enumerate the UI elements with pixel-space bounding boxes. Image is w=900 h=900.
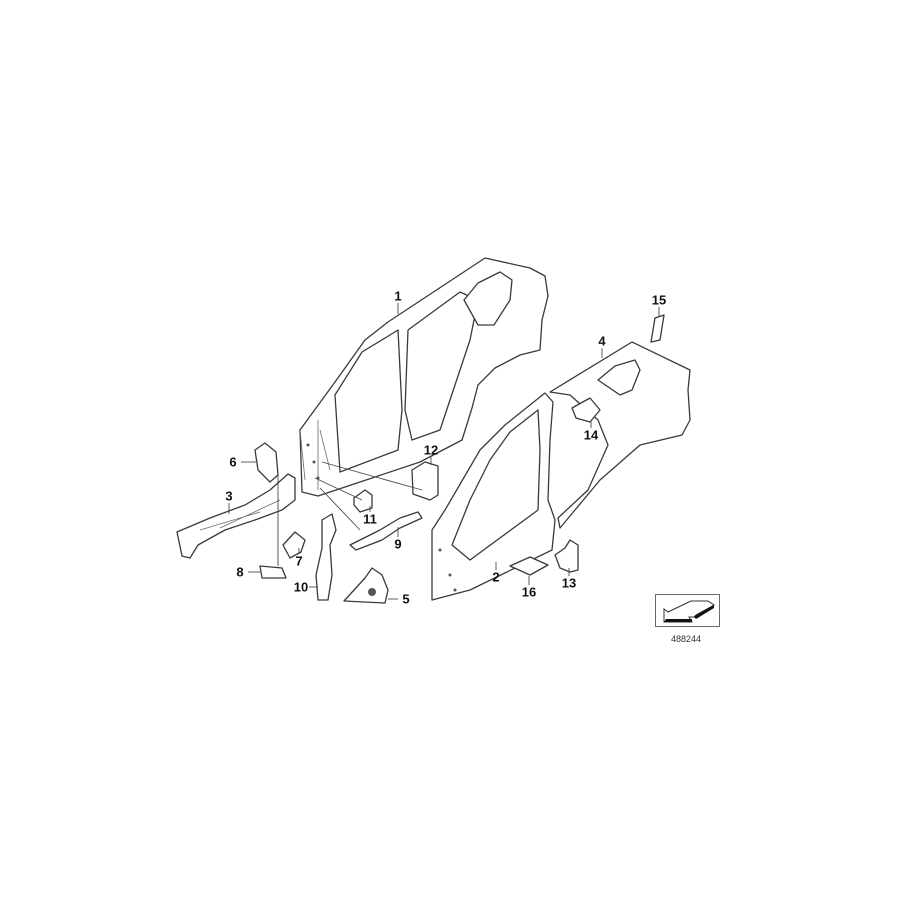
callout-7[interactable]: 7 xyxy=(295,553,303,569)
callout-12[interactable]: 12 xyxy=(423,442,439,458)
callout-13[interactable]: 13 xyxy=(561,575,577,591)
callout-15[interactable]: 15 xyxy=(651,292,667,308)
callout-11[interactable]: 11 xyxy=(363,511,377,527)
callout-9[interactable]: 9 xyxy=(394,536,402,552)
part-7-bracket[interactable] xyxy=(282,531,306,559)
callout-14[interactable]: 14 xyxy=(583,427,599,443)
part-10-bracket[interactable] xyxy=(315,513,337,601)
callout-5[interactable]: 5 xyxy=(402,591,410,607)
part-9-strip[interactable] xyxy=(349,511,423,551)
callout-8[interactable]: 8 xyxy=(236,564,244,580)
part-3-wheel-arch-support[interactable] xyxy=(176,473,296,559)
reference-code: 488244 xyxy=(670,634,702,644)
part-2-front-section[interactable] xyxy=(431,392,556,601)
part-14-plate[interactable] xyxy=(571,397,601,423)
callout-4[interactable]: 4 xyxy=(598,333,606,349)
leader-lines xyxy=(228,303,660,600)
callout-3[interactable]: 3 xyxy=(225,488,233,504)
part-13-bracket[interactable] xyxy=(554,539,579,573)
direction-arrow-icon xyxy=(663,600,715,623)
part-12-reinforcement[interactable] xyxy=(411,461,439,501)
part-15-trim[interactable] xyxy=(650,314,665,343)
part-11-bracket[interactable] xyxy=(353,489,373,513)
part-6-bracket[interactable] xyxy=(254,442,279,483)
callout-1[interactable]: 1 xyxy=(394,288,402,304)
part-8-plate[interactable] xyxy=(259,565,287,579)
callout-16[interactable]: 16 xyxy=(521,584,537,600)
part-1-side-frame[interactable] xyxy=(299,257,549,497)
part-16-plate[interactable] xyxy=(509,556,549,576)
orientation-reference-box xyxy=(655,594,720,627)
callout-10[interactable]: 10 xyxy=(293,579,309,595)
callout-2[interactable]: 2 xyxy=(492,569,500,585)
part-4-rear-section[interactable] xyxy=(549,341,691,529)
part-5-bracket[interactable] xyxy=(343,567,389,604)
callout-6[interactable]: 6 xyxy=(229,454,237,470)
